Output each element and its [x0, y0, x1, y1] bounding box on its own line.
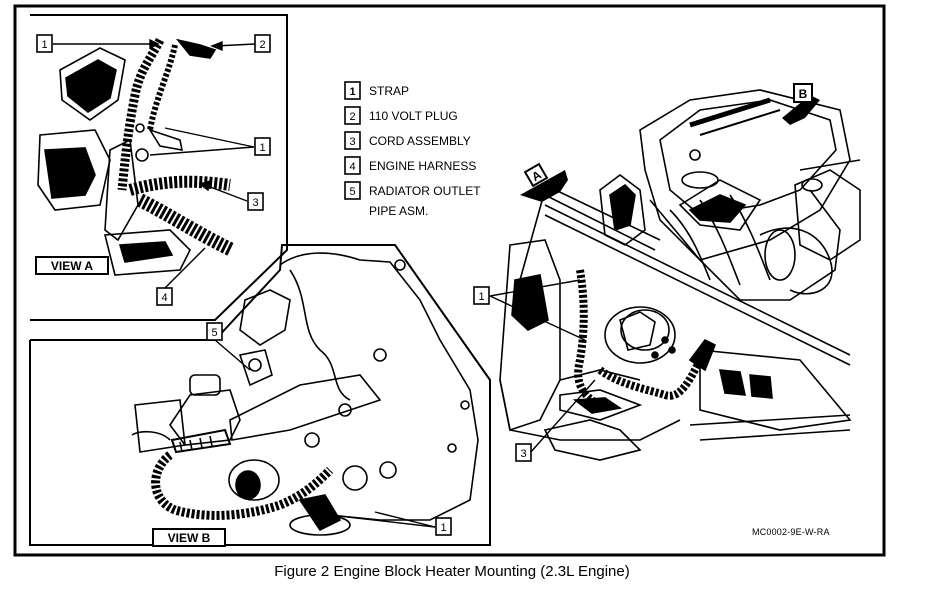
legend-item-label: STRAP: [369, 84, 409, 98]
legend-item: 3 CORD ASSEMBLY: [344, 131, 471, 150]
legend-item-label: CORD ASSEMBLY: [369, 134, 471, 148]
callout-number: 2: [259, 39, 265, 51]
legend-item: 4 ENGINE HARNESS: [344, 156, 476, 175]
callout-number: 1: [440, 522, 446, 534]
legend-item-number: 4: [349, 161, 355, 173]
arrow-b: B: [782, 83, 820, 125]
callout-number: 1: [259, 142, 265, 154]
callout-a-3: 3: [247, 192, 264, 211]
callout-number: 5: [211, 327, 217, 339]
arrow-a: A: [520, 162, 568, 202]
view-a-drawing: [37, 37, 235, 276]
callout-number: 3: [520, 448, 526, 460]
legend: 1 STRAP 2 110 VOLT PLUG 3 CORD ASSEMBLY …: [344, 81, 481, 218]
callout-b-5: 5: [206, 322, 223, 341]
view-b-text: VIEW B: [168, 531, 211, 545]
callout-a-1: 1: [36, 34, 53, 53]
callout-number: 4: [161, 292, 167, 304]
callouts: [53, 38, 596, 528]
view-a-frame: [30, 14, 288, 321]
engine-drawing: [499, 89, 861, 461]
legend-item: 5 RADIATOR OUTLET PIPE ASM.: [344, 181, 481, 218]
view-b-drawing: [131, 252, 479, 536]
legend-item: 1 STRAP: [344, 81, 409, 100]
callout-number: 1: [41, 39, 47, 51]
callout-b-1: 1: [435, 517, 452, 536]
legend-item-label-line2: PIPE ASM.: [369, 204, 428, 218]
legend-item-number: 3: [349, 136, 355, 148]
outer-frame: [13, 4, 886, 557]
callout-main-3: 3: [515, 443, 532, 462]
legend-item-number: 1: [349, 86, 355, 98]
arrow-b-letter: B: [799, 87, 808, 101]
callout-a-4: 4: [156, 287, 173, 306]
callout-number: 3: [252, 197, 258, 209]
callout-number: 1: [478, 291, 484, 303]
view-a-text: VIEW A: [51, 259, 94, 273]
callout-a-1-right: 1: [254, 137, 271, 156]
legend-item-label: RADIATOR OUTLET: [369, 184, 481, 198]
figure-caption-text: Figure 2 Engine Block Heater Mounting (2…: [274, 563, 630, 580]
legend-item-number: 2: [349, 111, 355, 123]
legend-item-label: 110 VOLT PLUG: [369, 109, 458, 123]
view-a-label: VIEW A: [35, 256, 109, 275]
legend-item: 2 110 VOLT PLUG: [344, 106, 458, 125]
legend-item-label: ENGINE HARNESS: [369, 159, 476, 173]
legend-item-number: 5: [349, 186, 355, 198]
callout-main-1: 1: [473, 286, 490, 305]
view-b-label: VIEW B: [152, 528, 226, 547]
drawing-code: MC0002-9E-W-RA: [752, 527, 830, 537]
callout-a-2: 2: [254, 34, 271, 53]
figure-caption: Figure 2 Engine Block Heater Mounting (2…: [0, 563, 928, 580]
